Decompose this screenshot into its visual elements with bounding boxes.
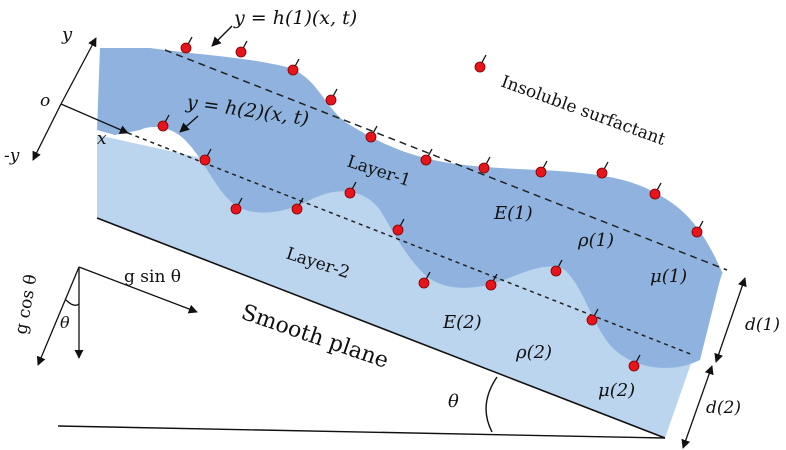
gravity-vectors: [36, 266, 198, 366]
surfactant-molecule: [344, 181, 357, 199]
rho1-label: ρ(1): [577, 230, 614, 251]
surfactant-molecule: [420, 148, 433, 166]
surfactant-molecule: [535, 160, 548, 178]
rho2-label: ρ(2): [515, 342, 552, 363]
axis-origin-label: o: [40, 91, 50, 111]
surfactant-molecule: [628, 354, 641, 372]
surfactant-legend-icon: [474, 54, 487, 73]
mean-interface-1-dashed: [164, 49, 728, 271]
surfactant-molecule: [485, 273, 498, 291]
theta-arc: [485, 376, 498, 433]
gravity-along-label: g sin θ: [124, 267, 181, 287]
surfactant-legend-label: Insoluble surfactant: [498, 72, 668, 150]
surfactant-molecule: [478, 156, 491, 174]
surfactant-molecule: [180, 36, 193, 54]
layer1-region: [97, 48, 722, 368]
coordinate-axes: [32, 37, 129, 161]
surfactant-group: [157, 36, 704, 372]
horizontal-ground-line: [57, 425, 666, 439]
mu1-label: μ(1): [650, 266, 687, 287]
axis-y-label: y: [61, 24, 73, 45]
interface-1-arrow: [211, 25, 233, 47]
E1-label: E(1): [493, 203, 533, 224]
surfactant-molecule: [392, 218, 405, 236]
surfactant-molecule: [691, 220, 704, 238]
gravity-theta-label: θ: [60, 313, 70, 332]
surfactant-molecule: [157, 114, 170, 132]
surfactant-molecule: [550, 259, 563, 277]
surfactant-molecule: [596, 161, 609, 179]
mu2-label: μ(2): [598, 380, 635, 401]
surfactant-molecule: [291, 197, 304, 215]
surfactant-molecule: [230, 197, 243, 215]
surfactant-molecule: [287, 58, 300, 76]
d2-arrow: [681, 365, 714, 449]
axis-neg-y-label: -y: [4, 146, 20, 166]
surfactant-molecule: [325, 88, 338, 106]
smooth-plane-line: [96, 217, 666, 439]
d2-label: d(2): [706, 398, 741, 418]
mean-interface-2-dashed: [127, 132, 694, 356]
interface-1-label: y = h(1)(x, t): [233, 7, 357, 29]
gravity-normal-label: g cos θ: [11, 273, 41, 336]
plane-angle-label: θ: [448, 391, 459, 412]
surfactant-molecule: [649, 182, 662, 200]
surfactant-molecule: [586, 308, 599, 326]
d1-label: d(1): [745, 315, 780, 335]
surfactant-molecule: [235, 40, 248, 58]
axis-x-label: x: [97, 129, 107, 149]
d1-arrow: [714, 277, 747, 363]
E2-label: E(2): [442, 312, 482, 333]
surfactant-molecule: [199, 148, 212, 166]
surfactant-molecule: [365, 125, 378, 143]
surfactant-molecule: [418, 271, 431, 289]
interface-2-arrow: [179, 115, 199, 133]
